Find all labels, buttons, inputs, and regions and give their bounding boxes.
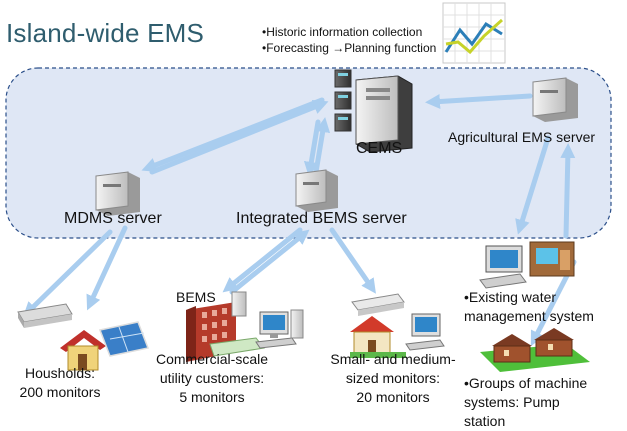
- arrow-agri-to-cems: [425, 93, 533, 109]
- page-title: Island-wide EMS: [6, 18, 205, 48]
- households-label: Housholds: 200 monitors: [19, 365, 101, 400]
- arrow-commercial-to-bems: [229, 229, 310, 295]
- arrow-mdms-to-households-2: [86, 225, 128, 311]
- water-system-label: •Existing water management system: [464, 289, 594, 324]
- arrow-mdms-to-cems: [149, 100, 329, 175]
- agri-ems-label: Agricultural EMS server: [448, 129, 596, 145]
- arrow-mdms-to-households-1: [22, 229, 113, 317]
- mdms-server-image: [95, 171, 140, 216]
- note-forecasting: •Forecasting →Planning function: [262, 41, 437, 55]
- water-system-image: [479, 241, 575, 289]
- cems-label: CEMS: [356, 140, 403, 157]
- arrow-bems-to-commercial: [222, 227, 303, 293]
- small-medium-image: [350, 293, 445, 358]
- cems-server-image: [334, 69, 413, 153]
- small-medium-label: Small- and medium- sized monitors: 20 mo…: [330, 351, 456, 405]
- mdms-label: MDMS server: [64, 210, 162, 227]
- arrow-bems-to-small: [329, 227, 376, 294]
- arrow-cems-to-mdms: [141, 97, 325, 173]
- commercial-label: Commercial-scale utility customers: 5 mo…: [155, 351, 269, 405]
- arrow-agri-to-water-1: [515, 135, 551, 235]
- bems-label: BEMS: [176, 289, 216, 305]
- agri-server-image: [532, 77, 578, 122]
- pump-station-label: •Groups of machine systems: Pump station: [464, 375, 588, 429]
- pump-station-image: [480, 328, 590, 372]
- note-historic: •Historic information collection: [262, 25, 423, 39]
- arrow-water-to-agri: [560, 143, 576, 239]
- households-image: [17, 303, 150, 371]
- bems-server-image: [295, 169, 338, 212]
- notes-block: •Historic information collection •Foreca…: [262, 24, 436, 56]
- bems-server-label: Integrated BEMS server: [236, 210, 407, 227]
- arrow-bems-to-cems: [313, 117, 331, 175]
- forecast-chart-image: [442, 2, 506, 64]
- commercial-image: [186, 291, 304, 362]
